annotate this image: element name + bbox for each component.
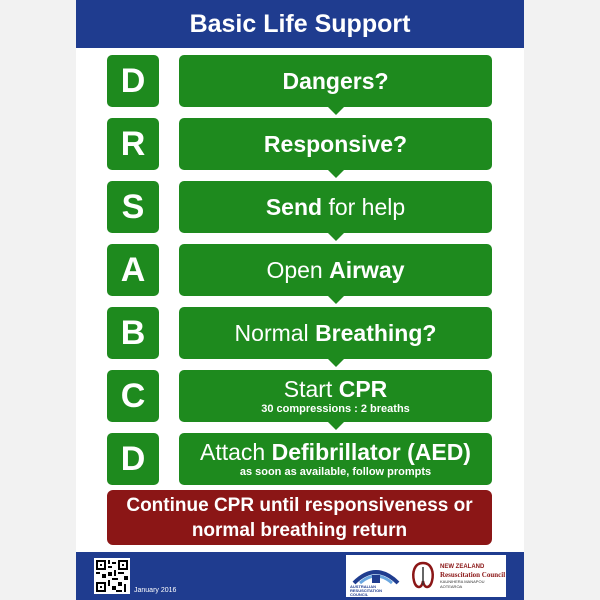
poster-title: Basic Life Support (76, 0, 524, 48)
step-responsive: R Responsive? (76, 118, 524, 178)
step-breathing: B Normal Breathing? (76, 307, 524, 367)
step-text-bold: Defibrillator (AED) (271, 438, 471, 465)
down-arrow-icon (327, 106, 345, 115)
qr-code-icon (94, 558, 130, 594)
step-letter: R (107, 118, 159, 170)
arc-logo-text: AUSTRALIAN RESUSCITATION COUNCIL (350, 585, 382, 597)
down-arrow-icon (327, 232, 345, 241)
council-logos: AUSTRALIAN RESUSCITATION COUNCIL NEW ZEA… (346, 555, 506, 597)
step-box: Open Airway (179, 244, 492, 296)
australian-resuscitation-council-logo-icon (352, 570, 400, 585)
down-arrow-icon (327, 169, 345, 178)
step-text-bold: CPR (338, 375, 388, 402)
step-send: S Send for help (76, 181, 524, 241)
step-text-pre: Start (283, 375, 339, 402)
continue-cpr-banner: Continue CPR until responsiveness or nor… (107, 490, 492, 545)
continue-line-1: Continue CPR until responsiveness or (126, 494, 473, 516)
step-box: Normal Breathing? (179, 307, 492, 359)
nz-resuscitation-council-logo-icon (412, 561, 434, 589)
step-text-pre: Normal (234, 319, 316, 346)
down-arrow-icon (327, 421, 345, 430)
step-text-bold: Responsive? (263, 130, 408, 157)
step-cpr: C Start CPR 30 compressions : 2 breaths (76, 370, 524, 430)
step-text-bold: Airway (329, 256, 405, 283)
date-label: January 2016 (134, 587, 177, 594)
step-letter: C (107, 370, 159, 422)
step-letter: A (107, 244, 159, 296)
nz-text-3: KAUNIHERA MANAPOU AOTEAROA (440, 579, 485, 589)
step-letter: D (107, 433, 159, 485)
arc-text-2: RESUSCITATION (350, 588, 383, 593)
nz-text-1: NEW ZEALAND (440, 564, 485, 570)
step-dangers: D Dangers? (76, 55, 524, 115)
step-text-bold: Dangers? (282, 67, 389, 94)
step-text-post: for help (322, 193, 406, 220)
step-text-pre: Open (266, 256, 330, 283)
arc-text-3: COUNCIL (350, 592, 369, 597)
step-text-bold: Breathing? (315, 319, 437, 346)
step-box: Dangers? (179, 55, 492, 107)
step-box: Attach Defibrillator (AED) as soon as av… (179, 433, 492, 485)
step-letter: B (107, 307, 159, 359)
step-letter: D (107, 55, 159, 107)
down-arrow-icon (327, 295, 345, 304)
arc-text-1: AUSTRALIAN (350, 584, 376, 589)
step-airway: A Open Airway (76, 244, 524, 304)
step-subtext: 30 compressions : 2 breaths (261, 402, 410, 415)
step-box: Start CPR 30 compressions : 2 breaths (179, 370, 492, 422)
nz-logo-text: NEW ZEALAND Resuscitation Council KAUNIH… (440, 564, 506, 589)
step-text-pre: Attach (200, 438, 272, 465)
step-text-bold: Send (265, 193, 323, 220)
poster: Basic Life Support D Dangers? R Responsi… (76, 0, 524, 600)
step-subtext: as soon as available, follow prompts (239, 465, 432, 478)
drsabcd-steps: D Dangers? R Responsive? S Send for help… (76, 0, 524, 600)
continue-line-2: normal breathing return (191, 519, 408, 541)
nz-text-2: Resuscitation Council (440, 571, 506, 579)
step-box: Responsive? (179, 118, 492, 170)
footer: January 2016 AUSTRALIAN RESUSCITATION CO… (76, 552, 524, 600)
step-defibrillator: D Attach Defibrillator (AED) as soon as … (76, 433, 524, 485)
step-box: Send for help (179, 181, 492, 233)
step-letter: S (107, 181, 159, 233)
down-arrow-icon (327, 358, 345, 367)
